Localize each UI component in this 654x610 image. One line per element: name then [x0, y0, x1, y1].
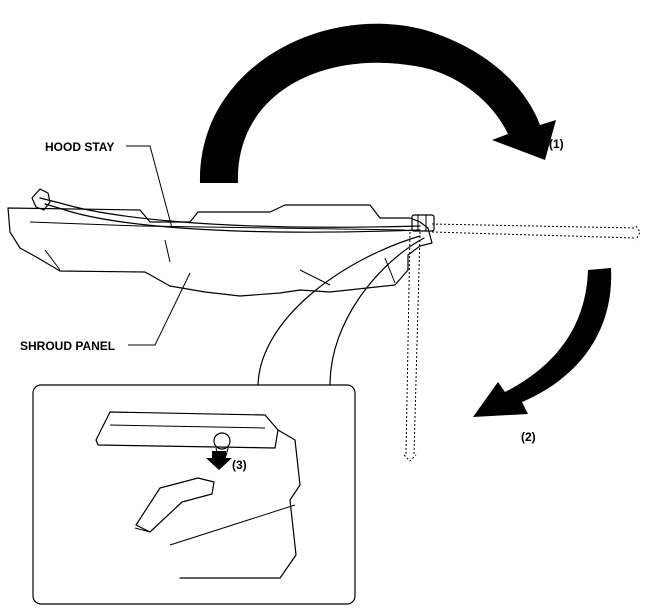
hood-stay-rod [39, 197, 421, 228]
shroud-panel-inner-line [29, 221, 406, 231]
step-2-label: (2) [521, 430, 536, 444]
shroud-panel-outline [7, 204, 433, 297]
step-3-label: (3) [232, 458, 247, 472]
shroud-panel-leader [128, 272, 191, 346]
rotate-arrow-1 [199, 23, 557, 183]
step-1-label: (1) [549, 137, 564, 151]
shroud-panel-label: SHROUD PANEL [20, 339, 115, 353]
detail-inset-box [32, 384, 356, 605]
hood-stay-tip [31, 188, 51, 211]
ball-joint [213, 432, 231, 450]
hood-stay-clip [411, 214, 435, 232]
push-arrow-3 [206, 451, 232, 470]
hood-stay-leader [126, 145, 173, 229]
hood-stay-rod-lower [44, 203, 421, 233]
hood-stay-position-vertical [403, 231, 421, 462]
hood-stay-position-horizontal [431, 223, 641, 241]
shroud-panel-lower-line [44, 239, 396, 286]
detail-callout-line-right [329, 237, 425, 386]
hood-stay-label: HOOD STAY [45, 140, 114, 154]
detail-inset-content [95, 411, 301, 579]
detail-callout-line-left [257, 235, 421, 386]
rotate-arrow-2 [473, 268, 612, 417]
